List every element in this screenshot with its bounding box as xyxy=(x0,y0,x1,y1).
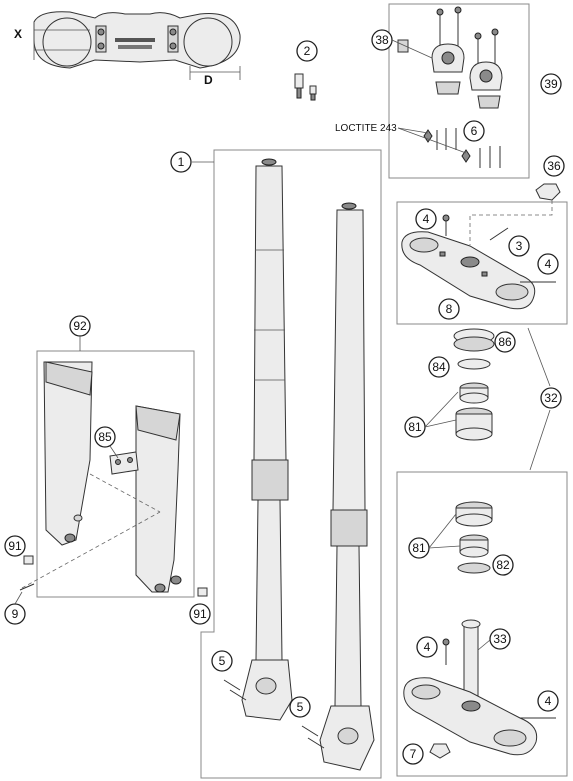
svg-text:32: 32 xyxy=(544,391,558,405)
guard-screw-left xyxy=(23,555,34,565)
svg-text:2: 2 xyxy=(304,44,311,58)
svg-text:4: 4 xyxy=(545,694,552,708)
callout-38: 38 xyxy=(371,29,393,51)
callout-82: 82 xyxy=(492,554,514,576)
fork-leg-right xyxy=(301,202,375,771)
svg-text:8: 8 xyxy=(446,302,453,316)
svg-text:3: 3 xyxy=(516,239,523,253)
callout-33: 33 xyxy=(489,628,511,650)
callout-36: 36 xyxy=(543,155,565,177)
svg-text:4: 4 xyxy=(424,640,431,654)
svg-text:85: 85 xyxy=(98,430,112,444)
triple-clamp-top-view xyxy=(33,11,241,80)
svg-text:91: 91 xyxy=(193,607,207,621)
fork-guard-right xyxy=(109,405,182,593)
fork-guard-left xyxy=(43,361,93,546)
callout-91-left: 91 xyxy=(4,535,26,557)
callout-7: 7 xyxy=(402,743,424,765)
upper-triple-clamp xyxy=(401,183,561,310)
svg-text:91: 91 xyxy=(8,539,22,553)
svg-text:36: 36 xyxy=(547,159,561,173)
lower-triple-clamp-frame xyxy=(396,471,568,777)
dimension-x-label: X xyxy=(14,27,22,41)
callout-4-lower-right: 4 xyxy=(537,690,559,712)
callout-32: 32 xyxy=(540,387,562,409)
callout-5-left: 5 xyxy=(211,650,233,672)
upper-triple-clamp-frame xyxy=(396,201,568,325)
callout-91-right: 91 xyxy=(189,603,211,625)
dimension-d-label: D xyxy=(204,73,213,87)
svg-text:4: 4 xyxy=(545,257,552,271)
callout-39: 39 xyxy=(540,73,562,95)
callout-6: 6 xyxy=(463,120,485,142)
lower-triple-clamp xyxy=(403,501,556,759)
callout-8: 8 xyxy=(438,298,460,320)
fork-leg-left xyxy=(223,158,293,721)
part-2-bleed-screws xyxy=(294,73,317,101)
callout-4-upper-right: 4 xyxy=(537,253,559,275)
callout-2: 2 xyxy=(296,40,318,62)
svg-text:7: 7 xyxy=(410,747,417,761)
callout-9: 9 xyxy=(4,603,26,625)
callout-92: 92 xyxy=(69,315,91,337)
fork-legs-frame xyxy=(200,149,382,779)
steering-bearing-stack xyxy=(453,327,551,471)
svg-text:92: 92 xyxy=(73,319,87,333)
svg-text:86: 86 xyxy=(498,335,512,349)
callout-1: 1 xyxy=(170,151,192,173)
handlebar-clamp-group-frame xyxy=(388,3,530,179)
svg-text:81: 81 xyxy=(412,541,426,555)
callout-3: 3 xyxy=(508,235,530,257)
handlebar-clamp-set xyxy=(397,6,503,168)
svg-text:5: 5 xyxy=(219,654,226,668)
callout-86: 86 xyxy=(494,331,516,353)
svg-text:84: 84 xyxy=(432,360,446,374)
svg-text:38: 38 xyxy=(375,33,389,47)
svg-text:9: 9 xyxy=(12,607,19,621)
callout-4-upper-left: 4 xyxy=(415,208,437,230)
callout-4-lower-left: 4 xyxy=(416,636,438,658)
callout-81-upper: 81 xyxy=(404,416,426,438)
svg-text:1: 1 xyxy=(178,155,185,169)
svg-text:4: 4 xyxy=(423,212,430,226)
callout-81-lower: 81 xyxy=(408,537,430,559)
callout-5-right: 5 xyxy=(289,696,311,718)
callout-84: 84 xyxy=(428,356,450,378)
svg-text:5: 5 xyxy=(297,700,304,714)
svg-text:82: 82 xyxy=(496,558,510,572)
svg-text:6: 6 xyxy=(471,124,478,138)
svg-text:81: 81 xyxy=(408,420,422,434)
guard-screw-right xyxy=(197,587,208,597)
svg-text:39: 39 xyxy=(544,77,558,91)
loctite-label: LOCTITE 243 xyxy=(335,123,397,134)
fork-guard-frame xyxy=(36,350,195,598)
svg-text:33: 33 xyxy=(493,632,507,646)
callout-85: 85 xyxy=(94,426,116,448)
